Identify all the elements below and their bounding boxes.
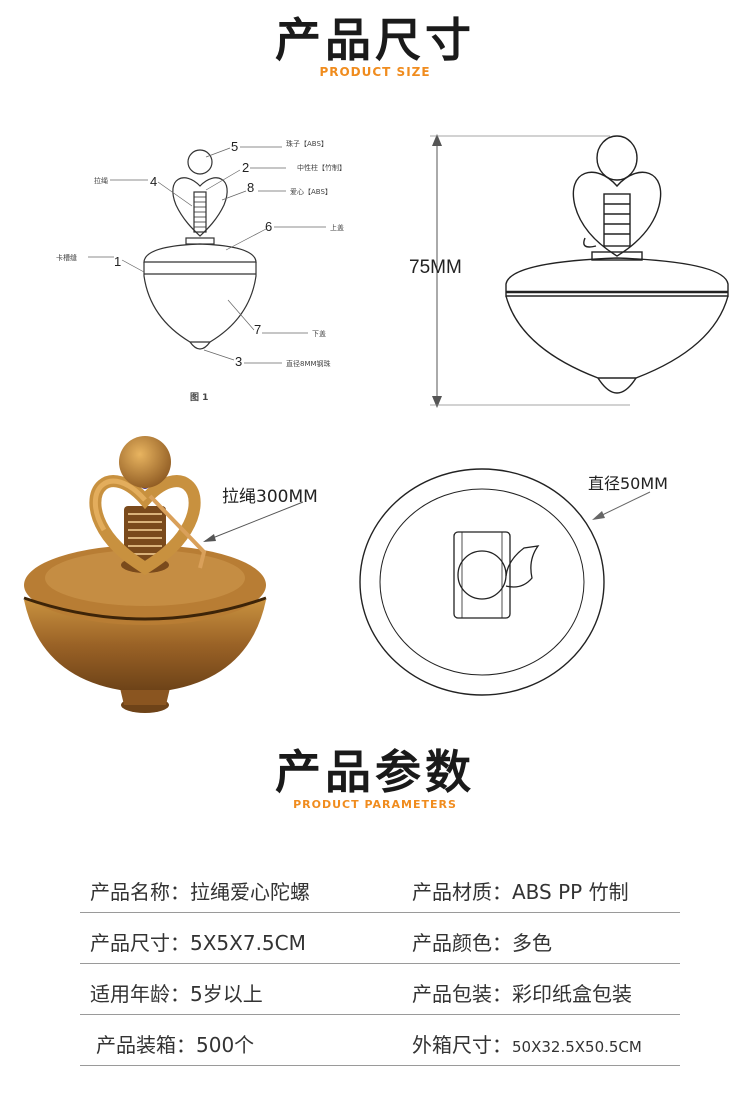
param-packaging: 产品包装：彩印纸盒包装 [412,982,632,1006]
callout-stem: 中性柱【竹制】 [297,163,346,172]
part-number-7: 7 [254,322,261,337]
heart-shape [172,177,228,237]
part-number-3: 3 [235,354,242,369]
callout-heart: 爱心【ABS】 [290,188,332,196]
param-age: 适用年龄：5岁以上 [90,982,263,1006]
callout-rope: 拉绳 [94,176,108,185]
param-color: 产品颜色：多色 [412,931,552,955]
params-table: 产品名称：拉绳爱心陀螺 产品材质：ABS PP 竹制 产品尺寸：5X5X7.5C… [80,862,680,1066]
part-number-2: 2 [242,160,249,175]
product-figures: 5 2 4 8 6 1 7 3 珠子【ABS】 中性柱【竹制】 爱心【ABS】 … [23,134,729,713]
diameter-label: 直径50MM [588,474,668,493]
lower-cap [143,262,257,343]
param-material: 产品材质：ABS PP 竹制 [412,880,629,904]
params-row: 产品名称：拉绳爱心陀螺 产品材质：ABS PP 竹制 [80,862,680,913]
callout-lines [88,146,326,364]
callout-bead: 珠子【ABS】 [286,139,328,148]
param-carton-size-value: 50X32.5X50.5CM [512,1038,642,1056]
part-number-8: 8 [247,180,254,195]
height-dimension-view: 75MM [409,134,729,408]
upper-cap [143,243,257,263]
size-section-title: 产品尺寸 [275,13,475,67]
callout-steel-ball: 直径8MM钢珠 [286,359,331,368]
param-size: 产品尺寸：5X5X7.5CM [90,931,306,955]
param-carton-size: 外箱尺寸：50X32.5X50.5CM [412,1029,642,1058]
part-number-5: 5 [231,139,238,154]
rope-length-label: 拉绳300MM [222,487,318,507]
params-row: 适用年龄：5岁以上 产品包装：彩印纸盒包装 [80,964,680,1015]
height-label: 75MM [409,257,462,278]
part-numbers: 5 2 4 8 6 1 7 3 [114,139,272,369]
steel-ball [189,341,211,350]
stem-base [185,237,215,245]
bronze-top-render: 拉绳300MM [23,436,318,713]
height-view-heart [572,171,662,257]
part-number-1: 1 [114,254,121,269]
param-product-name: 产品名称：拉绳爱心陀螺 [90,880,310,904]
params-row: 产品装箱：500个 外箱尺寸：50X32.5X50.5CM [80,1015,680,1066]
bead-shape [187,149,213,175]
param-carton-qty: 产品装箱：500个 [96,1033,255,1057]
size-section-subtitle: PRODUCT SIZE [319,65,431,79]
params-section-subtitle: PRODUCT PARAMETERS [293,798,457,811]
params-row: 产品尺寸：5X5X7.5CM 产品颜色：多色 [80,913,680,964]
callout-lower-cap: 下盖 [312,329,326,338]
top-view-diameter: 直径50MM [359,468,668,696]
figure-caption: 图 1 [190,392,208,403]
height-view-bead [596,135,638,181]
param-carton-size-label: 外箱尺寸： [412,1033,512,1057]
part-number-6: 6 [265,219,272,234]
callout-groove: 卡槽缝 [56,253,77,262]
callout-upper-cap: 上盖 [330,223,344,232]
exploded-diagram [143,149,257,350]
params-section-title: 产品参数 [275,745,475,799]
callout-labels: 珠子【ABS】 中性柱【竹制】 爱心【ABS】 拉绳 上盖 卡槽缝 下盖 直径8… [56,139,346,403]
part-number-4: 4 [150,174,157,189]
